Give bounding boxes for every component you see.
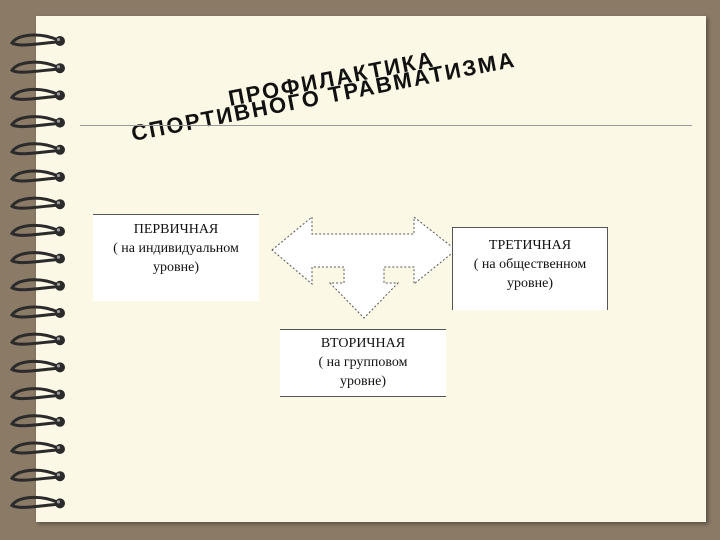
- spiral-ring: [9, 196, 65, 210]
- spiral-ring: [9, 223, 65, 237]
- spiral-ring: [9, 495, 65, 509]
- tertiary-label: ТРЕТИЧНАЯ: [488, 238, 572, 253]
- spiral-ring: [9, 142, 65, 156]
- spiral-ring: [9, 251, 65, 265]
- spiral-ring: [9, 278, 65, 292]
- spiral-ring: [9, 441, 65, 455]
- spiral-ring: [9, 468, 65, 482]
- primary-sub-1: ( на индивидуальном: [113, 241, 239, 256]
- title-divider: [80, 125, 692, 126]
- spiral-ring: [9, 169, 65, 183]
- spiral-ring: [9, 332, 65, 346]
- tertiary-prevention-box: ТРЕТИЧНАЯ ( на общественном уровне): [452, 227, 608, 310]
- secondary-prevention-box: ВТОРИЧНАЯ ( на групповом уровне): [280, 329, 446, 397]
- title-area: ПРОФИЛАКТИКА СПОРТИВНОГО ТРАВМАТИЗМА: [129, 46, 518, 146]
- primary-label: ПЕРВИЧНАЯ: [133, 222, 219, 237]
- tertiary-sub-1: ( на общественном: [473, 257, 587, 272]
- title-line-2: СПОРТИВНОГО ТРАВМАТИЗМА: [129, 47, 518, 146]
- spiral-ring: [9, 87, 65, 101]
- secondary-label: ВТОРИЧНАЯ: [320, 336, 406, 351]
- primary-prevention-box: ПЕРВИЧНАЯ ( на индивидуальном уровне): [93, 214, 259, 301]
- spiral-binding: [9, 33, 65, 509]
- tertiary-sub-2: уровне): [507, 276, 553, 291]
- secondary-sub-2: уровне): [340, 374, 386, 389]
- secondary-sub-1: ( на групповом: [318, 355, 408, 370]
- spiral-ring: [9, 359, 65, 373]
- spiral-ring: [9, 60, 65, 74]
- spiral-ring: [9, 387, 65, 401]
- spiral-ring: [9, 115, 65, 129]
- spiral-ring: [9, 305, 65, 319]
- spiral-ring: [9, 414, 65, 428]
- spiral-ring: [9, 33, 65, 47]
- primary-sub-2: уровне): [153, 260, 199, 275]
